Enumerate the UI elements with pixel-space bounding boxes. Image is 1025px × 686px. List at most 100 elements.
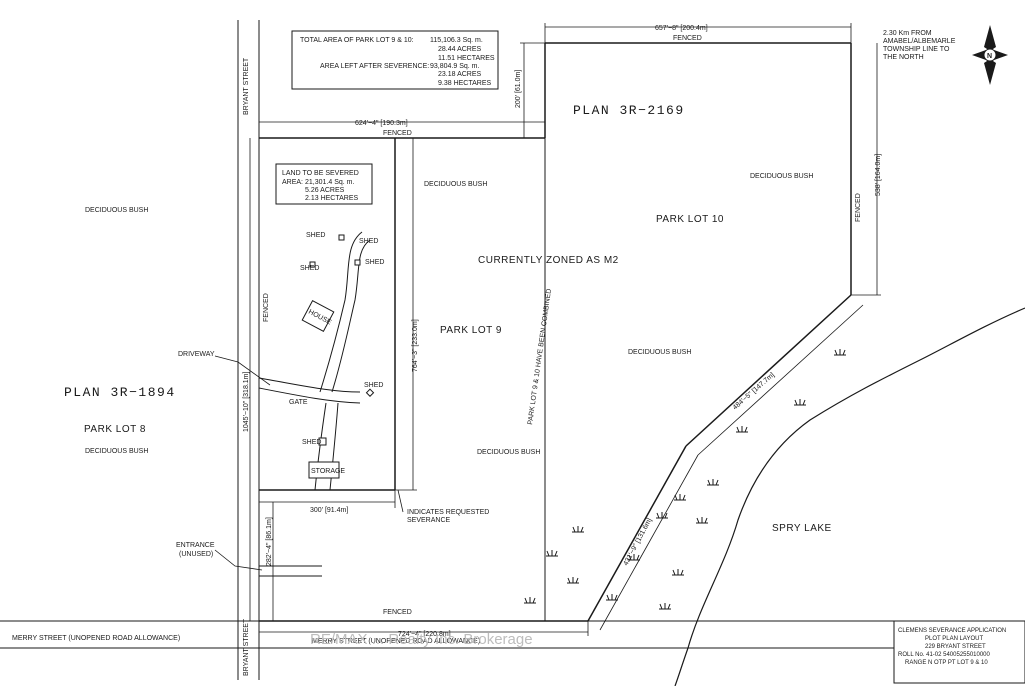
park-lot-10-label: PARK LOT 10 bbox=[656, 214, 724, 225]
north-note-line2: AMABEL/ALBEMARLE bbox=[883, 38, 956, 45]
deciduous-bush-label-5: DECIDUOUS BUSH bbox=[477, 449, 540, 456]
spry-lake-label: SPRY LAKE bbox=[772, 523, 832, 534]
dim-v200: 200' [61.0m] bbox=[515, 70, 522, 108]
north-note-line3: TOWNSHIP LINE TO bbox=[883, 46, 950, 53]
marsh-tuft-6 bbox=[696, 517, 708, 524]
deciduous-bush-label-6: DECIDUOUS BUSH bbox=[85, 448, 148, 455]
area-summary-box bbox=[291, 30, 499, 90]
shed-label-2: SHED bbox=[359, 238, 378, 245]
marsh-tuft-10 bbox=[628, 554, 640, 561]
dim-h300: 300' [91.4m] bbox=[310, 507, 348, 514]
park-lot-8-label: PARK LOT 8 bbox=[84, 424, 146, 435]
property-boundary bbox=[259, 42, 852, 622]
plan-3r-2169-label: PLAN 3R−2169 bbox=[573, 103, 685, 118]
shed-rect-1 bbox=[338, 234, 345, 241]
marsh-tuft-12 bbox=[567, 577, 579, 584]
dim-diag-484: 484'−5" [147.7m] bbox=[732, 372, 776, 412]
area-left-acres: 23.18 ACRES bbox=[438, 71, 482, 78]
title-line2: PLOT PLAN LAYOUT bbox=[925, 636, 983, 642]
bryant-street-label-bottom: BRYANT STREET bbox=[243, 618, 250, 676]
marsh-tuft-8 bbox=[572, 526, 584, 533]
gate-label: GATE bbox=[289, 399, 308, 406]
area-left-sqm: 93,804.9 Sq. m. bbox=[430, 63, 479, 70]
svg-text:N: N bbox=[987, 53, 992, 60]
dim-mid-top: 624'−4" [190.3m] bbox=[355, 120, 408, 127]
park-lot-9-label: PARK LOT 9 bbox=[440, 325, 502, 336]
dim-v538: 538' [164.0m] bbox=[875, 154, 882, 196]
dimension-lines bbox=[249, 23, 881, 636]
driveway-label: DRIVEWAY bbox=[178, 351, 215, 358]
shed-rect-4 bbox=[365, 388, 375, 397]
plan-3r-1894-label: PLAN 3R−1894 bbox=[64, 385, 176, 400]
shed-rect-5 bbox=[318, 437, 327, 446]
entrance-note: (UNUSED) bbox=[179, 551, 213, 558]
fenced-label-right: FENCED bbox=[855, 193, 862, 222]
shed-rect-2 bbox=[309, 261, 316, 268]
bryant-street-label-top: BRYANT STREET bbox=[243, 57, 250, 115]
bryant-street-lines bbox=[237, 20, 260, 680]
area-left-label: AREA LEFT AFTER SEVERENCE: bbox=[320, 63, 429, 70]
title-line4: ROLL No. 41-02 54005255010000 bbox=[898, 652, 991, 658]
north-note-line4: THE NORTH bbox=[883, 54, 924, 61]
marsh-tuft-3 bbox=[736, 426, 748, 433]
watermark: RE/MAX ... Realty Inc. Brokerage bbox=[310, 631, 533, 648]
dim-top-right: 657'−8" [200.4m] bbox=[655, 25, 708, 32]
area-total-sqm: 115,106.3 Sq. m. bbox=[430, 37, 483, 44]
marsh-grass-icon bbox=[524, 349, 846, 610]
indicates-severance-line2: SEVERANCE bbox=[407, 517, 451, 524]
marsh-tuft-4 bbox=[707, 479, 719, 486]
fenced-label-left: FENCED bbox=[263, 293, 270, 322]
area-total-acres: 28.44 ACRES bbox=[438, 46, 482, 53]
sever-sqm: 21,301.4 Sq. m. bbox=[305, 179, 354, 186]
dim-v764: 764'−3" [233.0m] bbox=[412, 319, 419, 372]
marsh-tuft-14 bbox=[606, 594, 618, 601]
marsh-tuft-15 bbox=[659, 603, 671, 610]
marsh-tuft-13 bbox=[524, 597, 536, 604]
sever-hectares: 2.13 HECTARES bbox=[305, 195, 358, 202]
marsh-tuft-1 bbox=[834, 349, 846, 356]
fenced-label-mid: FENCED bbox=[383, 130, 412, 137]
deciduous-bush-label-1: DECIDUOUS BUSH bbox=[85, 207, 148, 214]
marsh-tuft-5 bbox=[674, 494, 686, 501]
title-line3: 229 BRYANT STREET bbox=[925, 644, 986, 650]
entrance-label: ENTRANCE bbox=[176, 542, 215, 549]
sever-acres: 5.26 ACRES bbox=[305, 187, 345, 194]
dim-v282: 282'−4" [86.1m] bbox=[266, 517, 273, 566]
dim-v1045: 1045'−10" [318.1m] bbox=[243, 371, 250, 432]
storage-label: STORAGE bbox=[311, 468, 345, 475]
sever-title: LAND TO BE SEVERED bbox=[282, 170, 359, 177]
deciduous-bush-label-2: DECIDUOUS BUSH bbox=[424, 181, 487, 188]
leader-lines bbox=[214, 355, 404, 571]
deciduous-bush-label-3: DECIDUOUS BUSH bbox=[750, 173, 813, 180]
area-total-label: TOTAL AREA OF PARK LOT 9 & 10: bbox=[300, 37, 414, 44]
shed-label-3: SHED bbox=[300, 265, 319, 272]
title-line1: CLEMENS SEVERANCE APPLICATION bbox=[898, 628, 1006, 634]
entrance-lines bbox=[259, 565, 322, 577]
shed-label-5: SHED bbox=[364, 382, 383, 389]
shed-label-1: SHED bbox=[306, 232, 325, 239]
storage-rect bbox=[308, 461, 340, 479]
dim-bottom: 724'−4" [220.8m] bbox=[398, 631, 451, 638]
compass-north-icon: N bbox=[972, 25, 1008, 85]
severed-parcel bbox=[259, 138, 396, 491]
combined-lots-note: PARK LOT 9 & 10 HAVE BEEN COMBINED bbox=[527, 288, 553, 425]
house-rect bbox=[301, 299, 335, 333]
lake-shoreline bbox=[674, 307, 1025, 686]
deciduous-bush-label-4: DECIDUOUS BUSH bbox=[628, 349, 691, 356]
merry-street-label-right: MERRY STREET (UNOPENED ROAD ALLOWANCE) bbox=[312, 638, 480, 645]
fenced-label-top: FENCED bbox=[673, 35, 702, 42]
title-line5: RANGE N OTP PT LOT 9 & 10 bbox=[905, 660, 988, 666]
severed-area-box bbox=[275, 163, 373, 205]
title-block bbox=[893, 620, 1025, 684]
shed-label-4: SHED bbox=[365, 259, 384, 266]
merry-street-label-left: MERRY STREET (UNOPENED ROAD ALLOWANCE) bbox=[12, 635, 180, 642]
fenced-label-bottom: FENCED bbox=[383, 609, 412, 616]
indicates-severance-line1: INDICATES REQUESTED bbox=[407, 509, 489, 516]
marsh-tuft-11 bbox=[672, 569, 684, 576]
marsh-tuft-2 bbox=[794, 399, 806, 406]
area-total-hectares: 11.51 HECTARES bbox=[438, 55, 495, 62]
buildings bbox=[301, 234, 375, 479]
sever-area-label: AREA: bbox=[282, 179, 303, 186]
